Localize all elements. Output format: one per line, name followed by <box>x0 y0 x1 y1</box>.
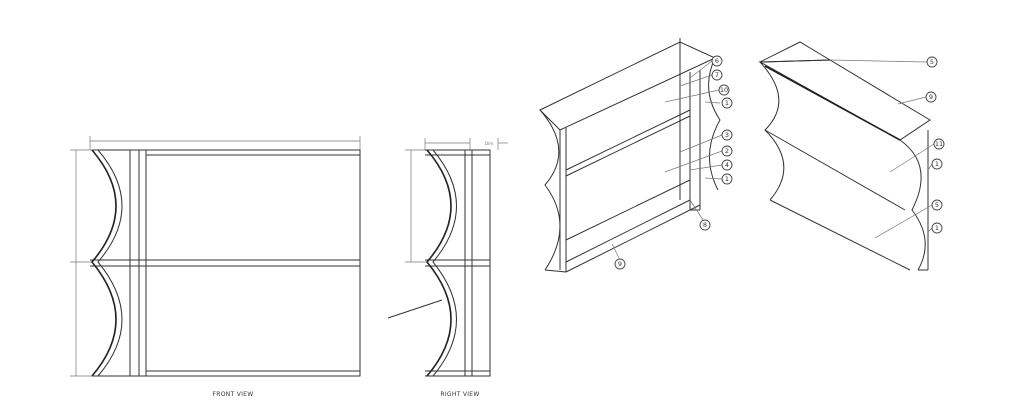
balloon: 11 <box>889 138 945 173</box>
balloon: 7 <box>679 69 723 87</box>
svg-text:6: 6 <box>715 57 719 65</box>
balloon: 10 <box>664 84 730 103</box>
balloon: 5 <box>874 199 943 239</box>
svg-text:1: 1 <box>935 224 939 232</box>
svg-text:9: 9 <box>929 93 933 101</box>
svg-text:2: 2 <box>725 147 729 155</box>
svg-text:10: 10 <box>720 86 728 94</box>
balloons-right: 5 9 11 1 5 1 <box>829 56 945 239</box>
svg-text:1: 1 <box>725 99 729 107</box>
svg-text:5: 5 <box>930 58 934 66</box>
svg-text:4: 4 <box>725 161 729 169</box>
balloon: 1 <box>927 158 943 171</box>
balloon: 9 <box>611 243 626 270</box>
balloon: 9 <box>897 91 937 105</box>
balloons-left: 6 7 10 1 3 2 4 1 8 9 <box>611 55 733 270</box>
balloon: 1 <box>704 97 733 109</box>
svg-text:1: 1 <box>935 160 939 168</box>
balloon: 5 <box>829 56 938 68</box>
front-view-label: FRONT VIEW <box>212 391 253 398</box>
svg-text:9: 9 <box>618 260 622 268</box>
right-view: Dim RIGHT VIEW <box>387 138 508 398</box>
balloon: 2 <box>664 145 733 173</box>
right-view-label: RIGHT VIEW <box>440 391 479 398</box>
svg-text:8: 8 <box>703 221 707 229</box>
isometric-view-right <box>758 41 931 271</box>
svg-text:11: 11 <box>935 140 943 148</box>
isometric-view-left <box>539 38 721 273</box>
balloon: 1 <box>927 222 943 234</box>
right-dim-text: Dim <box>485 141 493 146</box>
balloon: 3 <box>679 129 733 153</box>
balloon: 4 <box>689 159 733 171</box>
svg-text:3: 3 <box>725 131 729 139</box>
balloon: 8 <box>689 199 711 231</box>
front-view: FRONT VIEW <box>70 136 361 398</box>
svg-text:5: 5 <box>935 201 939 209</box>
balloon: 1 <box>704 173 733 185</box>
balloon: 6 <box>689 55 723 79</box>
svg-text:7: 7 <box>715 71 719 79</box>
svg-text:1: 1 <box>725 175 729 183</box>
